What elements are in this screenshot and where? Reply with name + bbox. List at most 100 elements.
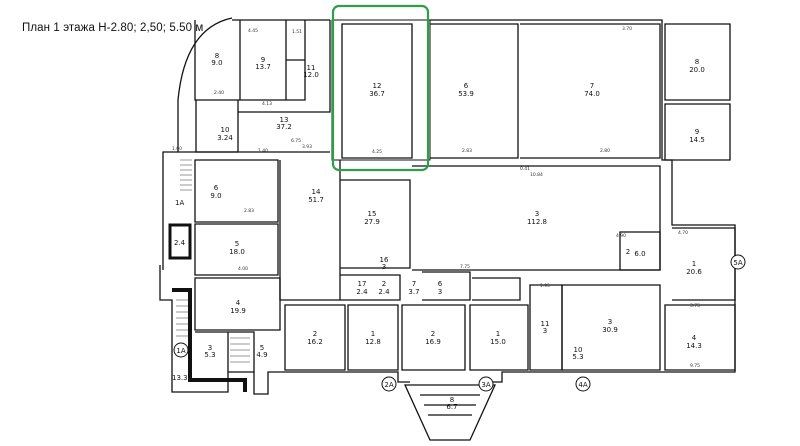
room-r7b-area: 3.7 <box>408 288 419 296</box>
room-r2c-area: 16.9 <box>425 338 441 346</box>
dim-d12: 7.75 <box>460 264 470 270</box>
room-labels: 8 9.0 9 13.7 11 12.0 10 3.24 13 37.2 12 … <box>204 52 704 411</box>
room-r4a-area: 19.9 <box>230 307 246 315</box>
room-r2b-num: 2 <box>313 330 317 338</box>
dim-d4: 4.13 <box>262 101 272 107</box>
room-r6b-area: 9.0 <box>210 192 221 200</box>
room-r6a-num: 6 <box>464 82 469 90</box>
room-r3a-area: 112.8 <box>527 218 547 226</box>
room-r6b-num: 6 <box>214 184 219 192</box>
room-r12-num: 12 <box>373 82 382 90</box>
dim-d15: 3.75 <box>690 303 700 309</box>
room-r3a-num: 3 <box>535 210 539 218</box>
stair-label-2: 13.3 <box>172 374 188 382</box>
room-r9b-area: 14.5 <box>689 136 705 144</box>
room-r1c-area: 15.0 <box>490 338 506 346</box>
dim-d2: 1.51 <box>292 29 302 35</box>
room-r8b-area: 20.0 <box>689 66 705 74</box>
room-r2a-num: 2 <box>626 248 630 256</box>
room-r10a-num: 10 <box>221 126 230 134</box>
room-r8c-area: 6.7 <box>446 403 457 411</box>
axis-label-4: 5А <box>733 259 742 267</box>
dim-d8: 4.25 <box>372 149 382 155</box>
room-r13a-num: 13 <box>280 116 289 124</box>
room-r24-area: 2.4 <box>378 288 390 296</box>
stair-treads <box>176 159 250 363</box>
room-r24-num: 2 <box>382 280 386 288</box>
room-r1a-area: 20.6 <box>686 268 702 276</box>
room-r5a-num: 5 <box>235 240 239 248</box>
room-r2c-num: 2 <box>431 330 435 338</box>
dim-d19: 1.40 <box>258 148 268 154</box>
dim-d10: 0.41 <box>520 166 530 172</box>
room-r2a-area: 6.0 <box>634 250 645 258</box>
selected-room-highlight <box>331 4 430 172</box>
plan-title: План 1 этажа Н-2.80; 2,50; 5.50 м <box>22 22 204 34</box>
room-r3c-area: 5.3 <box>204 351 215 359</box>
room-r6c-area: 3 <box>438 288 442 296</box>
stair-label-1: 2.4 <box>174 239 186 247</box>
stair-labels: 1А 2.4 13.3 <box>172 199 188 382</box>
walls <box>159 17 736 441</box>
axis-label-0: 1А <box>176 347 185 355</box>
axis-label-3: 4А <box>578 381 587 389</box>
room-r4b-num: 4 <box>692 334 697 342</box>
room-r11a-area: 12.0 <box>303 71 319 79</box>
room-r9a-area: 13.7 <box>255 63 271 71</box>
room-r6a-area: 53.9 <box>458 90 474 98</box>
room-r15-num: 15 <box>368 210 377 218</box>
room-r12-area: 36.7 <box>369 90 385 98</box>
dim-d20: 4.90 <box>616 233 626 239</box>
dim-d14: 4.70 <box>678 230 688 236</box>
dim-d6: 3.93 <box>302 144 312 150</box>
room-r2b-area: 16.2 <box>307 338 323 346</box>
room-r8c-num: 8 <box>450 396 454 404</box>
room-r5a-area: 18.0 <box>229 248 245 256</box>
dim-d1: 4.45 <box>248 28 258 34</box>
dim-d5: 1.60 <box>172 146 182 152</box>
room-r7a-num: 7 <box>590 82 594 90</box>
room-r15-area: 27.9 <box>364 218 380 226</box>
dim-d13: 1.95 <box>540 283 550 289</box>
room-r11a-num: 11 <box>307 64 316 72</box>
dimension-labels: 4.45 1.51 2.40 4.13 1.60 3.93 6.75 4.25 … <box>172 26 700 369</box>
axis-label-1: 2А <box>384 381 393 389</box>
dim-d3: 2.40 <box>214 90 224 96</box>
dim-d21: 2.83 <box>244 208 254 214</box>
dim-d16: 9.75 <box>690 363 700 369</box>
room-r5b-num: 5 <box>260 344 264 352</box>
room-r9a-num: 9 <box>261 56 265 64</box>
room-r16-num: 16 <box>380 256 389 264</box>
room-r8b-num: 8 <box>695 58 699 66</box>
room-r16-area: 3 <box>382 263 386 271</box>
room-r4b-area: 14.3 <box>686 342 702 350</box>
room-r8a-area: 9.0 <box>211 59 222 67</box>
room-r3b-num: 3 <box>608 318 612 326</box>
dim-d9: 2.83 <box>462 148 472 154</box>
room-r13a-area: 37.2 <box>276 123 292 131</box>
room-r17-num: 17 <box>358 280 367 288</box>
room-r6c-num: 6 <box>438 280 443 288</box>
room-r11b-area: 3 <box>543 327 547 335</box>
room-r3b-area: 30.9 <box>602 326 618 334</box>
room-r9b-num: 9 <box>695 128 699 136</box>
room-r3c-num: 3 <box>208 344 212 352</box>
room-r14-area: 51.7 <box>308 196 324 204</box>
room-r4a-num: 4 <box>236 299 241 307</box>
room-r11b-num: 11 <box>541 320 550 328</box>
room-r5b-area: 4.9 <box>256 351 267 359</box>
dim-d17: 3.70 <box>622 26 632 32</box>
room-r10b-num: 10 <box>574 346 583 354</box>
room-r10a-area: 3.24 <box>217 134 233 142</box>
room-r1b-area: 12.8 <box>365 338 381 346</box>
dim-d7: 6.75 <box>291 138 301 144</box>
dim-d22: 4.00 <box>238 266 248 272</box>
dim-d11: 10.84 <box>530 172 543 178</box>
room-r14-num: 14 <box>312 188 321 196</box>
dim-d18: 2.80 <box>600 148 610 154</box>
axis-markers: 1А 2А 3А 4А 5А <box>173 254 746 392</box>
room-r1c-num: 1 <box>496 330 500 338</box>
room-r1b-num: 1 <box>371 330 375 338</box>
room-r1a-num: 1 <box>692 260 696 268</box>
